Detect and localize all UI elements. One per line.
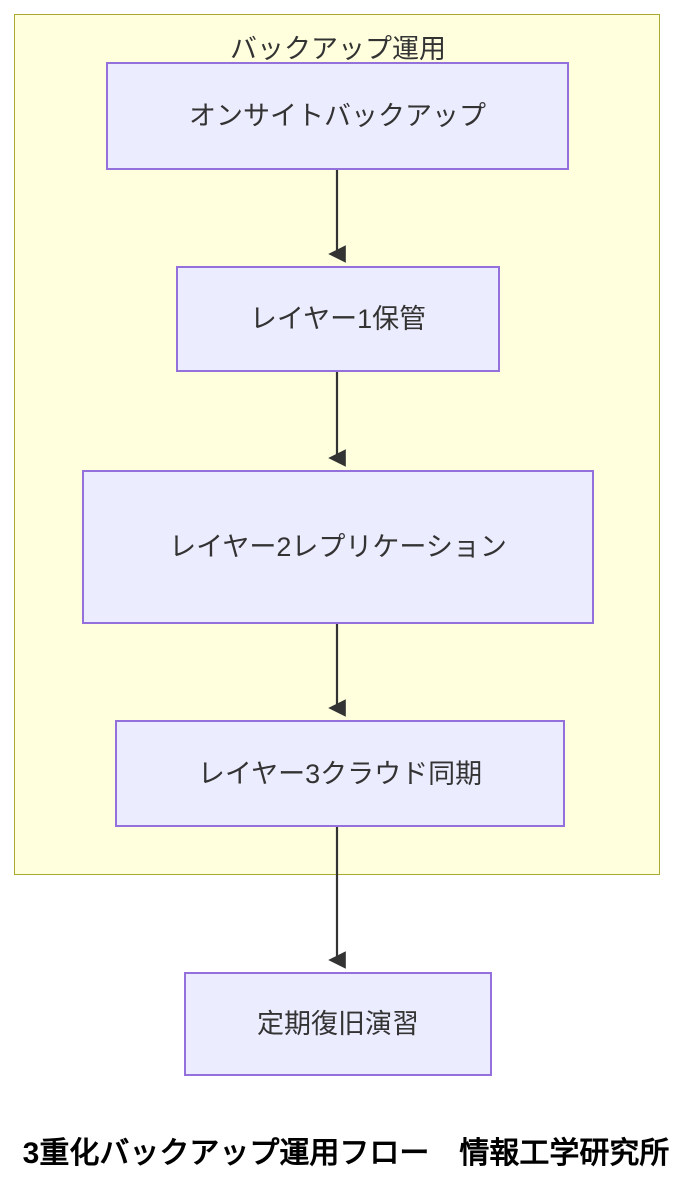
node-label: レイヤー2レプリケーション xyxy=(169,532,507,562)
node-layer3-cloud-sync[interactable]: レイヤー3クラウド同期 xyxy=(115,720,565,827)
node-label: 定期復旧演習 xyxy=(257,1009,419,1039)
node-layer1-storage[interactable]: レイヤー1保管 xyxy=(176,266,500,372)
node-layer2-replication[interactable]: レイヤー2レプリケーション xyxy=(82,470,594,624)
node-periodic-recovery-drill[interactable]: 定期復旧演習 xyxy=(184,972,492,1076)
node-label: レイヤー3クラウド同期 xyxy=(197,758,483,789)
node-label: オンサイトバックアップ xyxy=(189,101,486,131)
node-label: レイヤー1保管 xyxy=(249,304,427,334)
diagram-caption: 3重化バックアップ運用フロー 情報工学研究所 xyxy=(22,1137,670,1170)
node-onsite-backup[interactable]: オンサイトバックアップ xyxy=(106,62,569,170)
cluster-title: バックアップ運用 xyxy=(230,34,446,64)
